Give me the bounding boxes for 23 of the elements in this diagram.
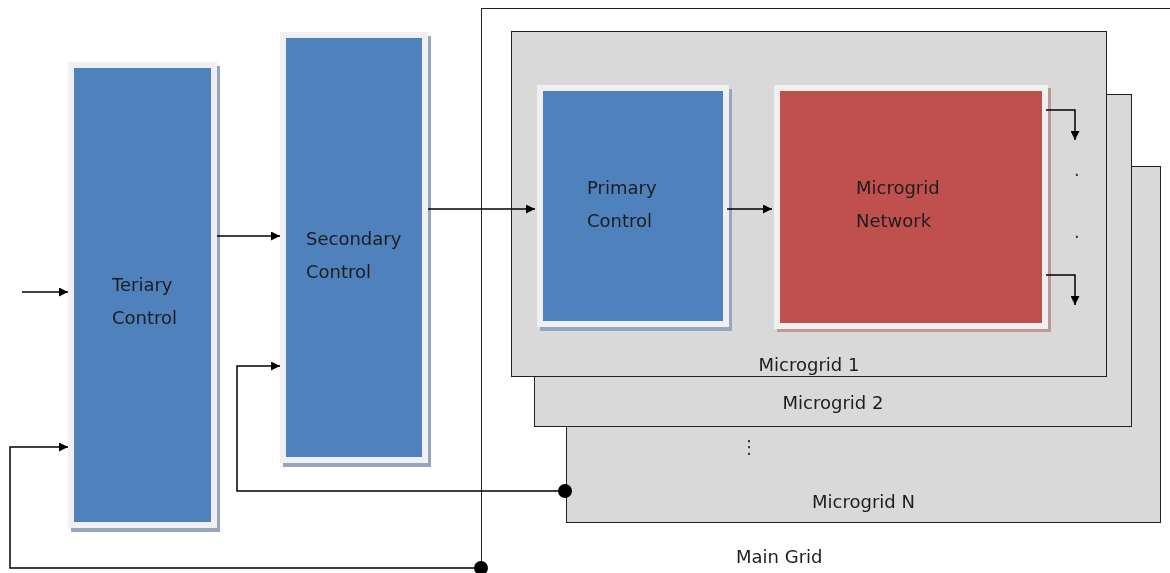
arrow: [216, 231, 281, 241]
ellipsis-mark: ⋮: [740, 437, 758, 457]
arrow: [236, 361, 572, 498]
block-label: Primary Control: [587, 176, 658, 233]
block-label: Main Grid: [736, 545, 824, 569]
arrow: [427, 204, 536, 214]
block-label: Teriary Control: [112, 273, 179, 330]
arrow: [21, 287, 69, 297]
ellipsis-mark: .: [1074, 222, 1080, 242]
arrow: [9, 442, 488, 573]
microgrid-panel: [511, 31, 1107, 377]
block-label: Secondary Control: [306, 227, 403, 284]
block-label: Microgrid Network: [856, 176, 941, 233]
block-label: Microgrid 2: [781, 391, 885, 415]
ellipsis-mark: .: [1074, 160, 1080, 180]
microgrid-panel: [534, 377, 1132, 427]
arrow: [726, 204, 773, 214]
block-label: Microgrid N: [811, 490, 916, 514]
microgrid-panel: [566, 427, 1161, 523]
arrow: [1045, 109, 1080, 141]
block-label: Microgrid 1: [757, 353, 861, 377]
arrow: [1045, 274, 1080, 306]
network-block: [774, 85, 1048, 329]
